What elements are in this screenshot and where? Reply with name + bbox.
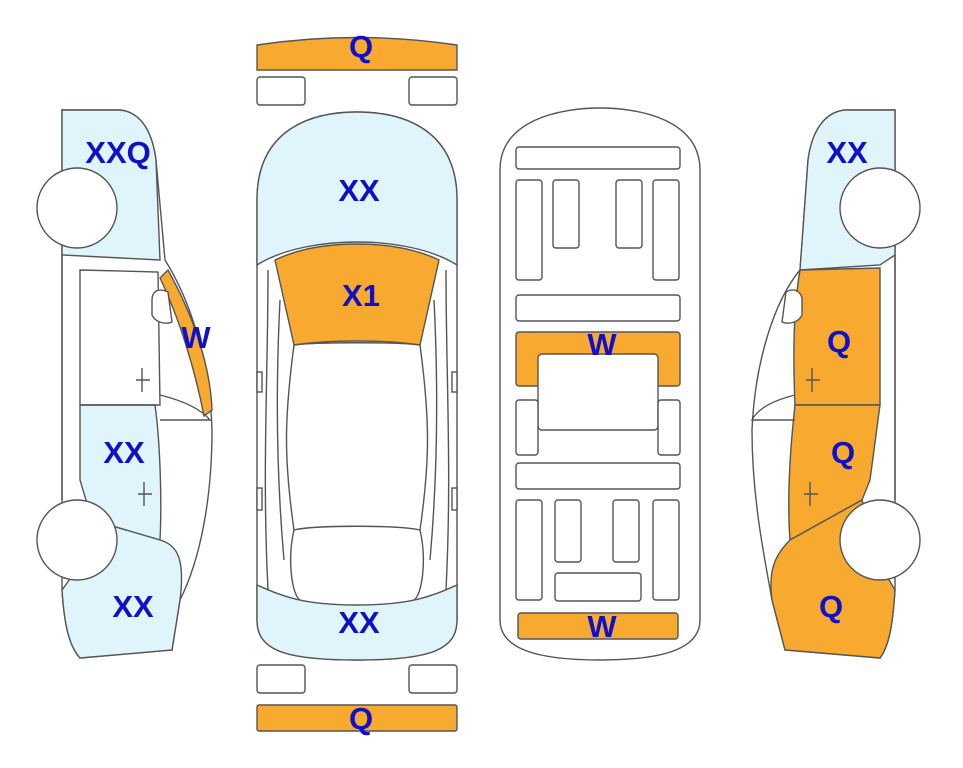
floor-rail-3 bbox=[615, 179, 643, 249]
left-side-line bbox=[264, 269, 269, 591]
front-left-headlight bbox=[256, 76, 306, 106]
floor-rail-7 bbox=[612, 499, 640, 563]
right-front-wheel bbox=[839, 167, 921, 249]
right-handle-1 bbox=[806, 368, 820, 392]
left-handle bbox=[256, 487, 263, 511]
label-left-pillar: W bbox=[181, 320, 211, 355]
floor-rear[interactable] bbox=[517, 612, 679, 640]
floor-panel-2 bbox=[515, 294, 681, 322]
label-right-rear: Q bbox=[819, 589, 843, 624]
floor-panel-4 bbox=[554, 572, 642, 602]
label-windshield: X1 bbox=[342, 278, 380, 313]
left-glass-line bbox=[159, 394, 212, 421]
floor-panel-front bbox=[515, 146, 681, 170]
front-bumper[interactable] bbox=[256, 36, 458, 71]
left-pillar[interactable] bbox=[159, 268, 213, 418]
rear-left-light bbox=[256, 664, 306, 694]
left-handle-1 bbox=[136, 368, 150, 392]
floor-rail-2 bbox=[552, 179, 580, 249]
floor-side-right bbox=[657, 399, 681, 456]
label-right-front: XX bbox=[826, 135, 868, 170]
right-handle-2 bbox=[804, 482, 818, 506]
left-mirror-shape bbox=[151, 289, 173, 324]
trunk[interactable] bbox=[256, 583, 458, 661]
label-rear-bumper: Q bbox=[349, 701, 373, 736]
label-floor-center: W bbox=[587, 327, 617, 362]
damage-labels: Q XX X1 XX Q W W XXQ W XX XX XX Q Q Q bbox=[85, 29, 868, 736]
floor-panel-3 bbox=[515, 462, 681, 490]
label-left-front: XXQ bbox=[85, 135, 150, 170]
label-left-rear-door: XX bbox=[103, 435, 145, 470]
floor-rail-8 bbox=[652, 499, 680, 601]
left-rear-wheel bbox=[36, 499, 118, 581]
label-left-rear: XX bbox=[112, 589, 154, 624]
floor-rail-1 bbox=[515, 179, 543, 281]
floor-rail-6 bbox=[554, 499, 582, 563]
underside-view bbox=[499, 107, 701, 661]
left-door-line bbox=[79, 269, 161, 406]
label-trunk: XX bbox=[338, 605, 380, 640]
right-handle bbox=[451, 487, 458, 511]
rear-right-light bbox=[408, 664, 458, 694]
left-side-view bbox=[36, 109, 213, 659]
label-right-rear-door: Q bbox=[831, 435, 855, 470]
rear-bumper[interactable] bbox=[256, 704, 458, 732]
front-right-headlight bbox=[408, 76, 458, 106]
windshield[interactable] bbox=[274, 243, 440, 346]
right-side-view bbox=[750, 109, 921, 659]
label-hood: XX bbox=[338, 173, 380, 208]
right-rear-wheel bbox=[839, 499, 921, 581]
floor-side-left bbox=[515, 399, 539, 456]
right-mirror-shape bbox=[781, 289, 803, 324]
floor-rail-5 bbox=[515, 499, 543, 601]
left-front-wheel bbox=[36, 167, 118, 249]
label-front-bumper: Q bbox=[349, 29, 373, 64]
right-side-line-2 bbox=[429, 299, 438, 561]
label-floor-rear: W bbox=[587, 609, 617, 644]
floor-center-inner bbox=[537, 353, 659, 431]
right-mirror bbox=[451, 371, 458, 393]
hood[interactable] bbox=[256, 111, 458, 267]
left-mirror bbox=[256, 371, 263, 393]
top-view bbox=[256, 36, 458, 732]
left-handle-2 bbox=[138, 482, 152, 506]
floor-rail-4 bbox=[652, 179, 680, 281]
left-side-line-2 bbox=[276, 299, 285, 561]
label-right-front-door: Q bbox=[827, 324, 851, 359]
right-glass-line bbox=[750, 394, 796, 421]
right-side-line bbox=[445, 269, 450, 591]
